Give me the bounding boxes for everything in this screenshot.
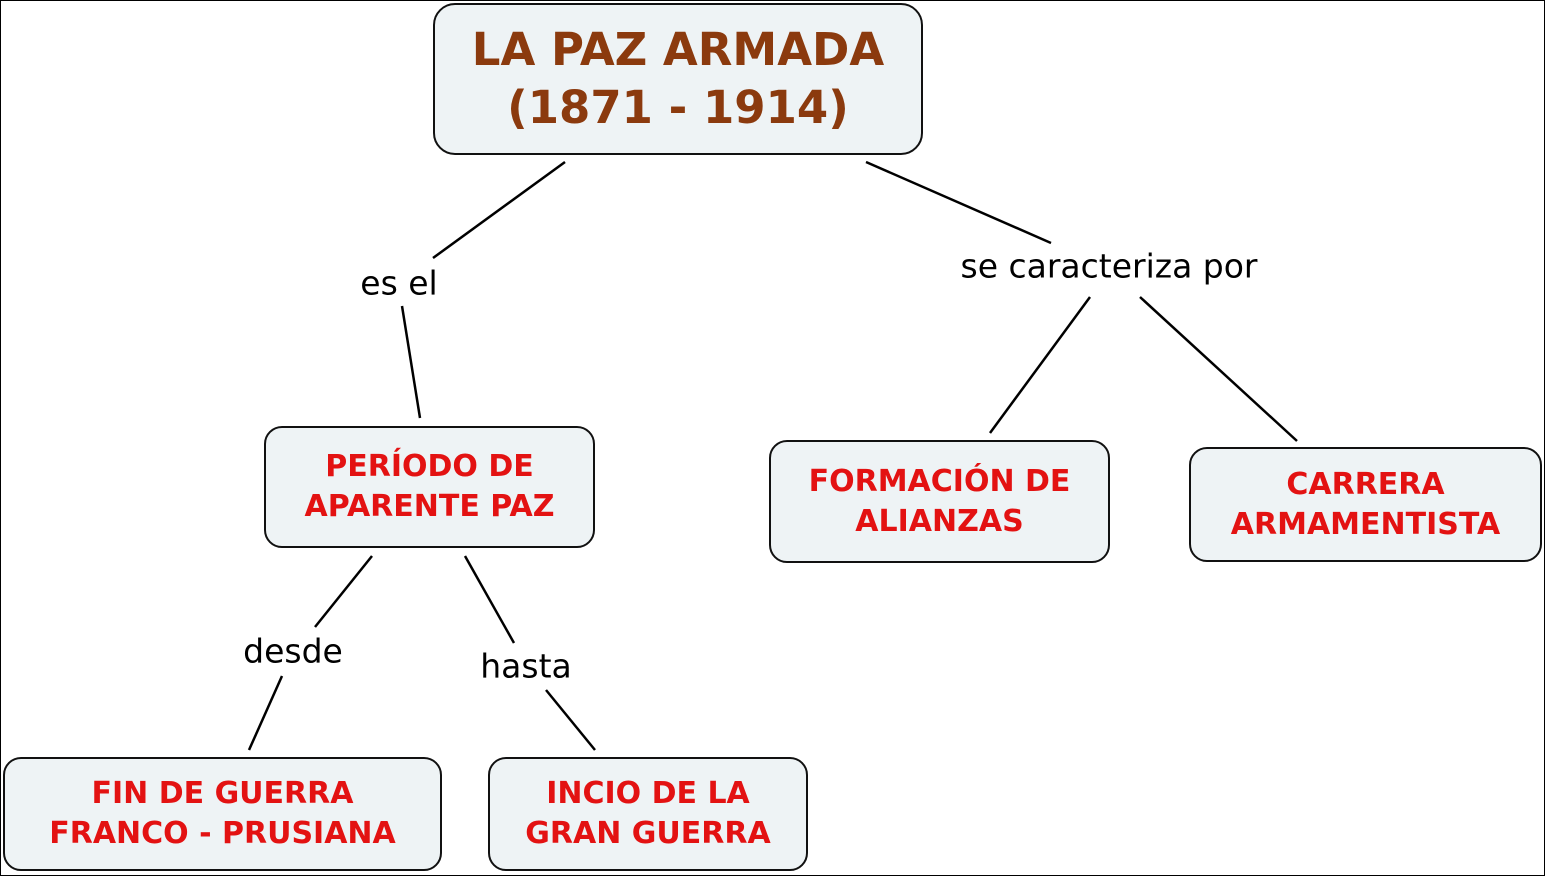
line-caracteriza-formacion [988, 296, 1092, 434]
concept-text: FRANCO - PRUSIANA [49, 816, 396, 851]
line-title-caracteriza [865, 160, 1052, 245]
concept-text: CARRERA [1286, 466, 1445, 502]
line-periodo-hasta [463, 555, 516, 644]
line-es-el-periodo [400, 305, 422, 419]
title-line1: LA PAZ ARMADA [471, 23, 885, 76]
link-label-hasta: hasta [480, 646, 572, 686]
concept-formacion-alianzas: FORMACIÓN DE ALIANZAS [769, 440, 1110, 563]
line-desde-fin [247, 675, 284, 751]
concept-periodo-aparente-paz: PERÍODO DE APARENTE PAZ [264, 426, 595, 548]
line-periodo-desde [314, 555, 373, 628]
concept-text: FIN DE GUERRA [91, 776, 354, 811]
concept-la-paz-armada: LA PAZ ARMADA (1871 - 1914) [433, 3, 923, 155]
link-label-es-el: es el [360, 263, 438, 303]
concept-text: APARENTE PAZ [304, 489, 555, 524]
concept-text: FORMACIÓN DE [808, 463, 1071, 499]
link-label-desde: desde [243, 631, 343, 671]
line-title-es-el [432, 160, 566, 260]
concept-inicio-gran-guerra: INCIO DE LA GRAN GUERRA [488, 757, 808, 871]
concept-carrera-armamentista: CARRERA ARMAMENTISTA [1189, 447, 1542, 562]
concept-text: ALIANZAS [855, 503, 1024, 539]
concept-fin-guerra: FIN DE GUERRA FRANCO - PRUSIANA [3, 757, 442, 871]
link-label-se-caracteriza-por: se caracteriza por [960, 246, 1258, 286]
concept-text: PERÍODO DE [325, 449, 534, 484]
line-caracteriza-carrera [1139, 296, 1298, 442]
concept-text: GRAN GUERRA [525, 816, 771, 851]
title-line2: (1871 - 1914) [507, 81, 849, 134]
concept-text: ARMAMENTISTA [1230, 506, 1501, 542]
concept-text: INCIO DE LA [546, 776, 750, 811]
line-hasta-inicio [545, 689, 596, 751]
